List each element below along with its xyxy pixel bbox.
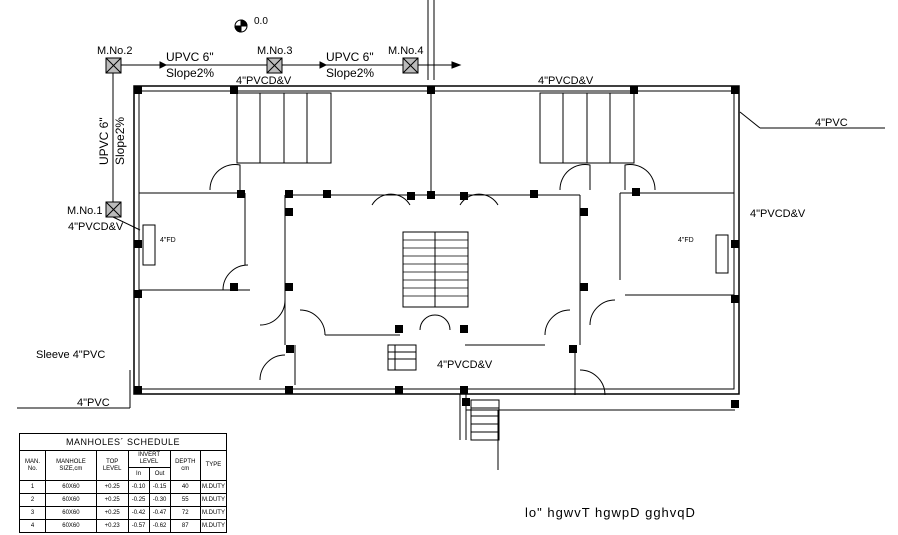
header-out: Out [148,467,171,481]
cell-no: 3 [18,506,47,520]
pvc-label-left: 4"PVCD&V [68,221,124,233]
table-row: 1 60X60 +0.25 -0.10 -0.15 40 M.DUTY [18,480,228,494]
header-top: TOP LEVEL [95,450,129,481]
cell-depth: 72 [169,506,201,520]
manholes-schedule-table: MANHOLES´ SCHEDULE MAN. No. MANHOLE SIZE… [18,433,228,533]
cell-depth: 40 [169,480,201,494]
table-row: 2 60X60 +0.25 -0.25 -0.30 55 M.DUTY [18,493,228,507]
cell-in: -0.25 [127,493,150,507]
north-label: 0.0 [254,16,268,27]
header-invert: INVERT LEVEL [127,450,171,468]
header-in: In [127,467,150,481]
pipe-upvc-label-2: UPVC 6" [326,50,374,64]
manhole-1-label: M.No.1 [67,205,102,217]
pipe-upvc-label-1: UPVC 6" [166,50,214,64]
cell-size: 60X60 [45,493,97,507]
cell-top: +0.25 [95,493,129,507]
cell-top: +0.23 [95,519,129,533]
cell-no: 1 [18,480,47,494]
pvc-label-right-top: 4"PVC [815,117,848,129]
pvc-label-center: 4"PVCD&V [437,359,493,371]
cell-size: 60X60 [45,519,97,533]
pvc-label-top-left: 4"PVCD&V [236,75,292,87]
cell-no: 4 [18,519,47,533]
manhole-4 [402,57,419,74]
drawing-footer-text: lo" hgwvT hgwpD gghvqD [525,505,696,520]
cell-type: M.DUTY [199,519,228,533]
pipe-slope-label-1: Slope2% [166,66,214,80]
header-no: MAN. No. [18,450,47,481]
manhole-2 [105,57,122,74]
cell-in: -0.57 [127,519,150,533]
pvc-label-right: 4"PVCD&V [750,208,806,220]
cell-size: 60X60 [45,506,97,520]
cell-out: -0.47 [148,506,171,520]
cell-out: -0.30 [148,493,171,507]
header-type: TYPE [199,450,228,481]
pvc-label-bottom-left: 4"PVC [77,397,110,409]
sleeve-label: Sleeve 4"PVC [36,349,105,361]
schedule-title: MANHOLES´ SCHEDULE [19,433,227,451]
cell-type: M.DUTY [199,493,228,507]
north-marker [234,19,248,33]
cell-in: -0.42 [127,506,150,520]
pipe-slope-label-left: Slope2% [113,117,127,165]
table-row: 3 60X60 +0.25 -0.42 -0.47 72 M.DUTY [18,506,228,520]
cell-top: +0.25 [95,506,129,520]
manhole-4-label: M.No.4 [388,45,423,57]
cell-depth: 87 [169,519,201,533]
cell-out: -0.15 [148,480,171,494]
manhole-3-label: M.No.3 [257,45,292,57]
header-depth: DEPTH cm [169,450,201,481]
table-row: 4 60X60 +0.23 -0.57 -0.62 87 M.DUTY [18,519,228,533]
manhole-2-label: M.No.2 [97,45,132,57]
cell-out: -0.62 [148,519,171,533]
pvc-label-top-right: 4"PVCD&V [538,75,594,87]
pipe-upvc-label-left: UPVC 6" [97,117,111,165]
fd-label-left: 4"FD [160,237,176,244]
manhole-3 [266,57,283,74]
pipe-slope-label-2: Slope2% [326,66,374,80]
cell-depth: 55 [169,493,201,507]
cell-no: 2 [18,493,47,507]
manhole-1 [105,201,122,218]
header-size: MANHOLE SIZE,cm [45,450,97,481]
cell-in: -0.10 [127,480,150,494]
cell-type: M.DUTY [199,480,228,494]
fd-label-right: 4"FD [678,237,694,244]
cell-size: 60X60 [45,480,97,494]
cell-type: M.DUTY [199,506,228,520]
cell-top: +0.25 [95,480,129,494]
